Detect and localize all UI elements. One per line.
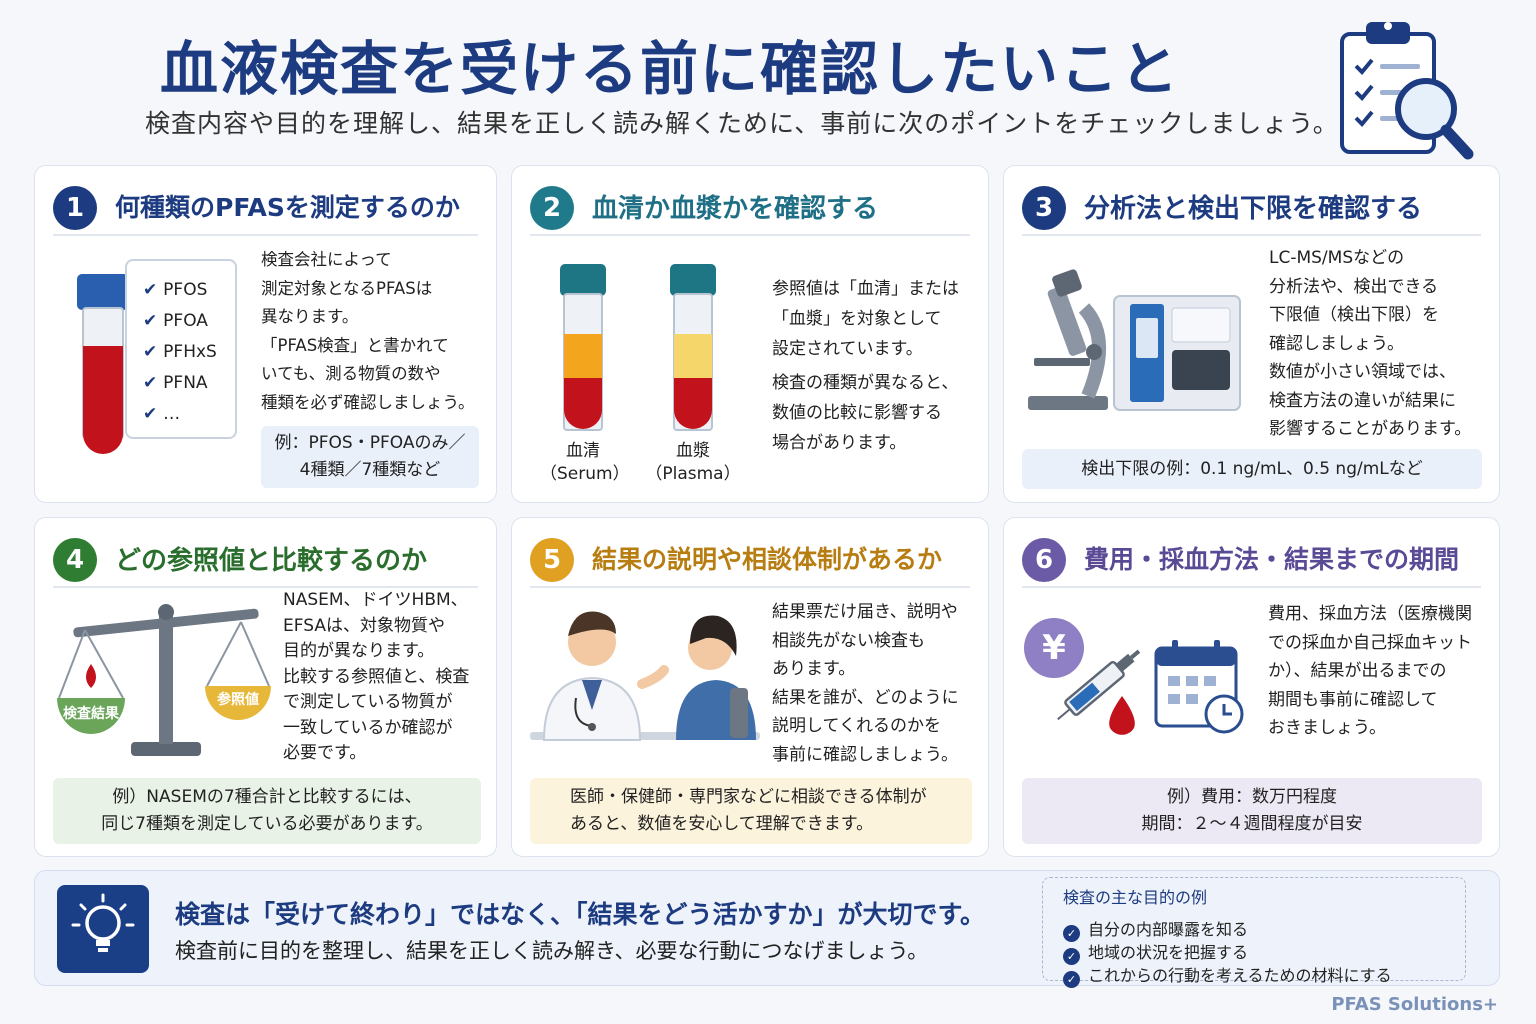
card-title: 分析法と検出下限を確認する [1084, 194, 1423, 224]
check-icon: ✔ [143, 280, 164, 300]
blood-tube-icon [77, 274, 129, 454]
card-analysis-method: 3 分析法と検出下限を確認する LC-MS/MSなどの分析法や、検出できる下限値… [1003, 165, 1500, 503]
purpose-item: ✓これからの行動を考えるための材料にする [1063, 962, 1392, 988]
bulb-badge [57, 885, 149, 973]
serum-label: 血清（Serum） [540, 441, 630, 484]
check-circle-icon: ✓ [1063, 948, 1080, 965]
card-body: NASEM、ドイツHBM、EFSAは、対象物質や目的が異なります。 比較する参照… [283, 590, 470, 763]
summary-banner: 検査は「受けて終わり」ではなく、「結果をどう活かすか」が大切です。 検査前に目的… [34, 870, 1500, 988]
card-reference-value: 4 どの参照値と比較するのか 検査結果 参照値 NASEM、ドイツHBM、EFS… [34, 517, 497, 857]
card-number: 4 [53, 538, 97, 582]
card-pfas-types: 1 何種類のPFASを測定するのか ✔ PFOS ✔ PFOA ✔ PFHxS … [34, 165, 497, 503]
calendar-clock-icon [1154, 640, 1244, 734]
divider [530, 234, 970, 236]
pfas-checklist: ✔ PFOS ✔ PFOA ✔ PFHxS ✔ PFNA ✔ … [125, 259, 237, 439]
yen-icon: ¥ [1024, 618, 1084, 678]
scale-right-label: 参照値 [217, 691, 259, 708]
card-title: 血清か血漿かを確認する [592, 194, 879, 224]
check-circle-icon: ✓ [1063, 971, 1080, 988]
divider [1022, 586, 1481, 588]
card-note: 例）NASEMの7種合計と比較するには、同じ7種類を測定している必要があります。 [53, 778, 481, 844]
card-note: 検出下限の例：0.1 ng/mL、0.5 ng/mLなど [1022, 449, 1482, 489]
card-number: 3 [1022, 186, 1066, 230]
blood-drop-icon [1109, 696, 1135, 735]
card-body: 結果票だけ届き、説明や相談先がない検査もあります。 結果を誰が、どのように説明し… [772, 602, 959, 765]
card-title: 何種類のPFASを測定するのか [115, 193, 460, 222]
check-icon: ✔ [143, 311, 164, 331]
check-icon: ✔ [143, 342, 164, 362]
lightbulb-icon [71, 893, 135, 952]
summary-main: 検査は「受けて終わり」ではなく、「結果をどう活かすか」が大切です。 [175, 900, 986, 929]
card-body: 検査会社によって測定対象となるPFASは異なります。 「PFAS検査」と書かれて… [261, 250, 475, 412]
summary-sub: 検査前に目的を整理し、結果を正しく読み解き、必要な行動につなげましょう。 [175, 939, 929, 963]
checklist-item: ✔ PFOS [143, 280, 208, 300]
checklist-item: ✔ … [143, 404, 181, 424]
card-note: 医師・保健師・専門家などに相談できる体制があると、数値を安心して理解できます。 [530, 778, 972, 844]
page-title: 血液検査を受ける前に確認したいこと [160, 35, 1181, 103]
card-serum-plasma: 2 血清か血漿かを確認する 血清（Serum） 血漿（Plasma） 参照値は「… [511, 165, 989, 503]
purpose-item: ✓自分の内部曝露を知る [1063, 916, 1248, 942]
divider [530, 586, 970, 588]
brand-logo-text: PFAS Solutions+ [1331, 994, 1498, 1015]
card-body: LC-MS/MSなどの分析法や、検出できる下限値（検出下限）を 確認しましょう。… [1269, 248, 1472, 439]
purpose-title: 検査の主な目的の例 [1063, 888, 1208, 907]
scale-left-label: 検査結果 [63, 705, 120, 722]
card-number: 5 [530, 538, 574, 582]
card-title: どの参照値と比較するのか [115, 546, 428, 576]
microscope-icon [1028, 269, 1108, 410]
card-body: 費用、採血方法（医療機関での採血か自己採血キットか）、結果が出るまでの 期間も事… [1268, 604, 1472, 738]
checklist-item: ✔ PFOA [143, 311, 208, 331]
check-icon: ✔ [143, 404, 164, 424]
card-title: 結果の説明や相談体制があるか [592, 545, 943, 574]
divider [53, 586, 478, 588]
card-note: 例）費用：数万円程度期間：２～４週間程度が目安 [1022, 778, 1482, 844]
card-note: 例：PFOS・PFOAのみ／4種類／7種類など [261, 426, 479, 488]
plasma-tube-icon [670, 264, 716, 431]
syringe-icon [1057, 649, 1141, 721]
lc-ms-instrument-icon [1113, 295, 1241, 411]
clipboard-search-icon [1340, 22, 1474, 160]
divider [53, 234, 478, 236]
doctor-consultation-icon [530, 611, 760, 741]
card-body-2: 検査の種類が異なると、数値の比較に影響する場合があります。 [772, 373, 959, 453]
page-subtitle: 検査内容や目的を理解し、結果を正しく読み解くために、事前に次のポイントをチェック… [145, 109, 1339, 138]
purpose-box: 検査の主な目的の例 ✓自分の内部曝露を知る ✓地域の状況を把握する ✓これからの… [1042, 877, 1466, 988]
checklist-item: ✔ PFHxS [143, 342, 217, 362]
purpose-item: ✓地域の状況を把握する [1063, 939, 1248, 965]
card-number: 1 [53, 186, 97, 230]
card-number: 2 [530, 186, 574, 230]
card-cost-period: 6 費用・採血方法・結果までの期間 ¥ 費用、採血方法（医療機関での採血か自己採… [1003, 517, 1500, 857]
card-title: 費用・採血方法・結果までの期間 [1084, 545, 1460, 574]
balance-scale-icon: 検査結果 参照値 [57, 604, 271, 756]
card-body: 参照値は「血清」または「血漿」を対象として設定されています。 [772, 279, 959, 359]
divider [1022, 234, 1481, 236]
check-circle-icon: ✓ [1063, 925, 1080, 942]
card-number: 6 [1022, 538, 1066, 582]
check-icon: ✔ [143, 373, 164, 393]
checklist-item: ✔ PFNA [143, 373, 208, 393]
serum-tube-icon [560, 264, 606, 431]
card-consultation: 5 結果の説明や相談体制があるか 結果票だけ届き、説明や相談先がない検査もありま… [511, 517, 989, 857]
plasma-label: 血漿（Plasma） [645, 441, 741, 484]
